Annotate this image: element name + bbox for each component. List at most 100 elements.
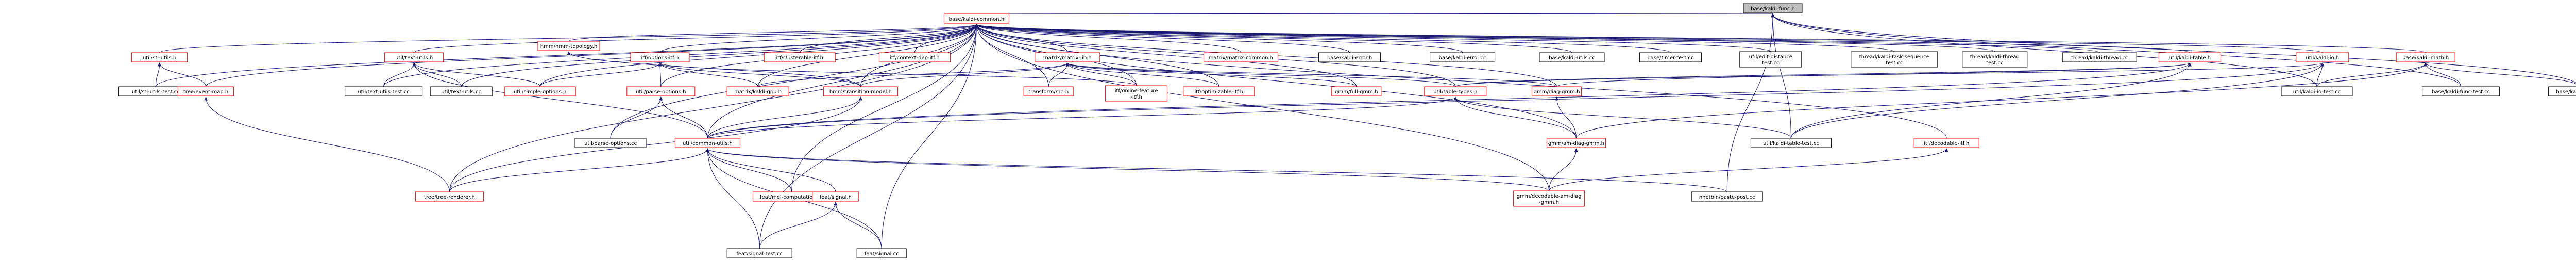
edge-decam-to-itfdec [1549, 148, 1948, 191]
node-box [1105, 85, 1168, 102]
node-amdiag[interactable]: gmm/am-diag-gmm.h [1546, 138, 1606, 148]
node-parseopt[interactable]: util/parse-options.h [626, 86, 696, 96]
node-ke-test[interactable]: base/kaldi-error.cc [1430, 52, 1496, 62]
edge-kio-test-to-root [1771, 13, 2317, 87]
edge-bff-test-to-root [1771, 13, 2462, 87]
node-box [1743, 3, 1803, 13]
node-box [2281, 86, 2353, 96]
node-label: gmm/decodable-am-diag-gmm.h [1517, 193, 1582, 205]
node-thr-cc[interactable]: thread/kaldi-thread.cc [2062, 52, 2137, 62]
node-box [1639, 52, 1702, 62]
node-tsu-test[interactable]: util/text-utils-test.cc [345, 86, 423, 96]
node-label: util/text-utils.cc [441, 89, 481, 95]
node-kmath[interactable]: base/kaldi-math.h [2396, 52, 2455, 62]
node-label: transform/mn.h [1028, 89, 1069, 95]
edge-sig-test-to-cu [705, 148, 760, 249]
edge-tsu-cc-to-tsu-h [412, 62, 462, 87]
node-label: util/kaldi-table-test.cc [1763, 141, 1819, 147]
node-tsu-cc[interactable]: util/text-utils.cc [430, 86, 493, 96]
node-kio-test[interactable]: util/kaldi-io-test.cc [2281, 86, 2353, 96]
graph-nodes: base/kaldi-func.h base/kaldi-common.h util… [118, 3, 2576, 258]
node-label: itf/context-dep-itf.h [890, 55, 939, 61]
edge-mcommon-to-common [975, 24, 1241, 53]
node-timer[interactable]: base/timer-test.cc [1639, 52, 1702, 62]
edge-utf-h-to-common [159, 24, 978, 53]
node-ttypes[interactable]: util/table-types.h [1424, 86, 1487, 96]
node-label: util/kaldi-table.h [2169, 55, 2211, 61]
edge-sig-test-to-common [759, 24, 978, 249]
node-ktable[interactable]: util/kaldi-table.h [2158, 52, 2221, 62]
node-box [2296, 52, 2349, 62]
node-mcommon[interactable]: matrix/matrix-common.h [1203, 52, 1278, 62]
node-transformmin[interactable]: transform/mn.h [1023, 86, 1074, 96]
edge-po-cc-to-common [610, 24, 978, 139]
edge-common-to-root [976, 10, 1773, 14]
node-treemap[interactable]: tree/event-map.h [178, 86, 234, 96]
node-cu[interactable]: util/common-utils.h [674, 138, 740, 148]
node-box [131, 52, 188, 62]
node-onlinefeat[interactable]: itf/online-feature-itf.h [1105, 85, 1168, 102]
node-fullgmm[interactable]: gmm/full-gmm.h [1331, 86, 1382, 96]
node-box [1430, 52, 1496, 62]
node-ktt-test[interactable]: util/kaldi-table-test.cc [1750, 138, 1832, 148]
node-nnetpaste[interactable]: nnetbin/paste-post.cc [1691, 191, 1763, 202]
node-box [1546, 138, 1606, 148]
node-mlib[interactable]: matrix/matrix-lib.h [1035, 52, 1100, 62]
node-itfdec[interactable]: itf/decodable-itf.h [1913, 138, 1979, 148]
edge-amdiag-to-kmath [1575, 62, 2428, 139]
edge-stlu-test-to-utf-h [155, 62, 162, 87]
edge-simpleopt-to-itf-opt [539, 62, 662, 87]
node-bff-test[interactable]: base/kaldi-func-test.cc [2422, 86, 2500, 96]
node-label: base/kaldi-func-test.cc [2432, 89, 2490, 95]
node-itf-cls[interactable]: itf/clusterable-itf.h [764, 52, 836, 62]
node-label: matrix/kaldi-gpu.h [734, 89, 782, 95]
node-featsig[interactable]: feat/signal.h [812, 191, 859, 202]
edge-decam-to-cu [706, 148, 1550, 191]
edge-treerender-to-cu [449, 148, 709, 192]
node-common[interactable]: base/kaldi-common.h [943, 13, 1009, 24]
node-box [384, 52, 444, 62]
node-bke[interactable]: base/kaldi-error.h [1318, 52, 1381, 62]
edge-nnetpaste-to-root [1726, 13, 1775, 192]
node-utf-h[interactable]: util/stl-utils.h [131, 52, 188, 62]
node-kio[interactable]: util/kaldi-io.h [2296, 52, 2349, 62]
node-simpleopt[interactable]: util/simple-options.h [504, 86, 576, 96]
node-po-cc[interactable]: util/parse-options.cc [574, 138, 647, 148]
edge-onlinefeat-to-mlib [1065, 62, 1137, 86]
edge-amdiag-to-diaggmm [1555, 96, 1577, 139]
node-label: util/kaldi-io-test.cc [2293, 89, 2341, 95]
node-box [1035, 52, 1100, 62]
node-box [1183, 86, 1255, 96]
node-optable[interactable]: itf/optimizable-itf.h [1183, 86, 1255, 96]
node-hmmtopo[interactable]: hmm/hmm-topology.h [537, 41, 600, 51]
edge-nnetpaste-to-cu [706, 148, 1727, 192]
node-box [1331, 86, 1382, 96]
edge-sig-cc-to-common [881, 24, 978, 249]
node-decam[interactable]: gmm/decodable-am-diag-gmm.h [1513, 190, 1585, 207]
node-root: base/kaldi-func.h [1743, 3, 1803, 13]
node-ku-cc[interactable]: base/kaldi-utils.cc [1539, 52, 1605, 62]
node-tsu-h[interactable]: util/text-utils.h [384, 52, 444, 62]
node-box [878, 52, 951, 62]
node-sig-cc[interactable]: feat/signal.cc [856, 248, 907, 258]
node-sig-test[interactable]: feat/signal-test.cc [726, 248, 792, 258]
node-transmodel[interactable]: hmm/transition-model.h [823, 86, 898, 96]
node-diaggmm[interactable]: gmm/diag-gmm.h [1532, 86, 1582, 96]
node-box [1023, 86, 1074, 96]
edge-edit-test-to-common [975, 24, 1771, 52]
edge-treemap-to-utf-h [158, 62, 207, 87]
node-box [674, 138, 740, 148]
node-box [1424, 86, 1487, 96]
node-itf-opt[interactable]: itf/options-itf.h [630, 52, 690, 62]
node-bff-cc[interactable]: base/kaldi-func.cc [2548, 86, 2576, 96]
edge-cu-to-parseopt [659, 96, 708, 139]
node-treerender[interactable]: tree/tree-renderer.h [415, 191, 484, 202]
node-itf-ctx[interactable]: itf/context-dep-itf.h [878, 52, 951, 62]
node-kgpu[interactable]: matrix/kaldi-gpu.h [726, 86, 789, 96]
node-box [537, 41, 600, 51]
